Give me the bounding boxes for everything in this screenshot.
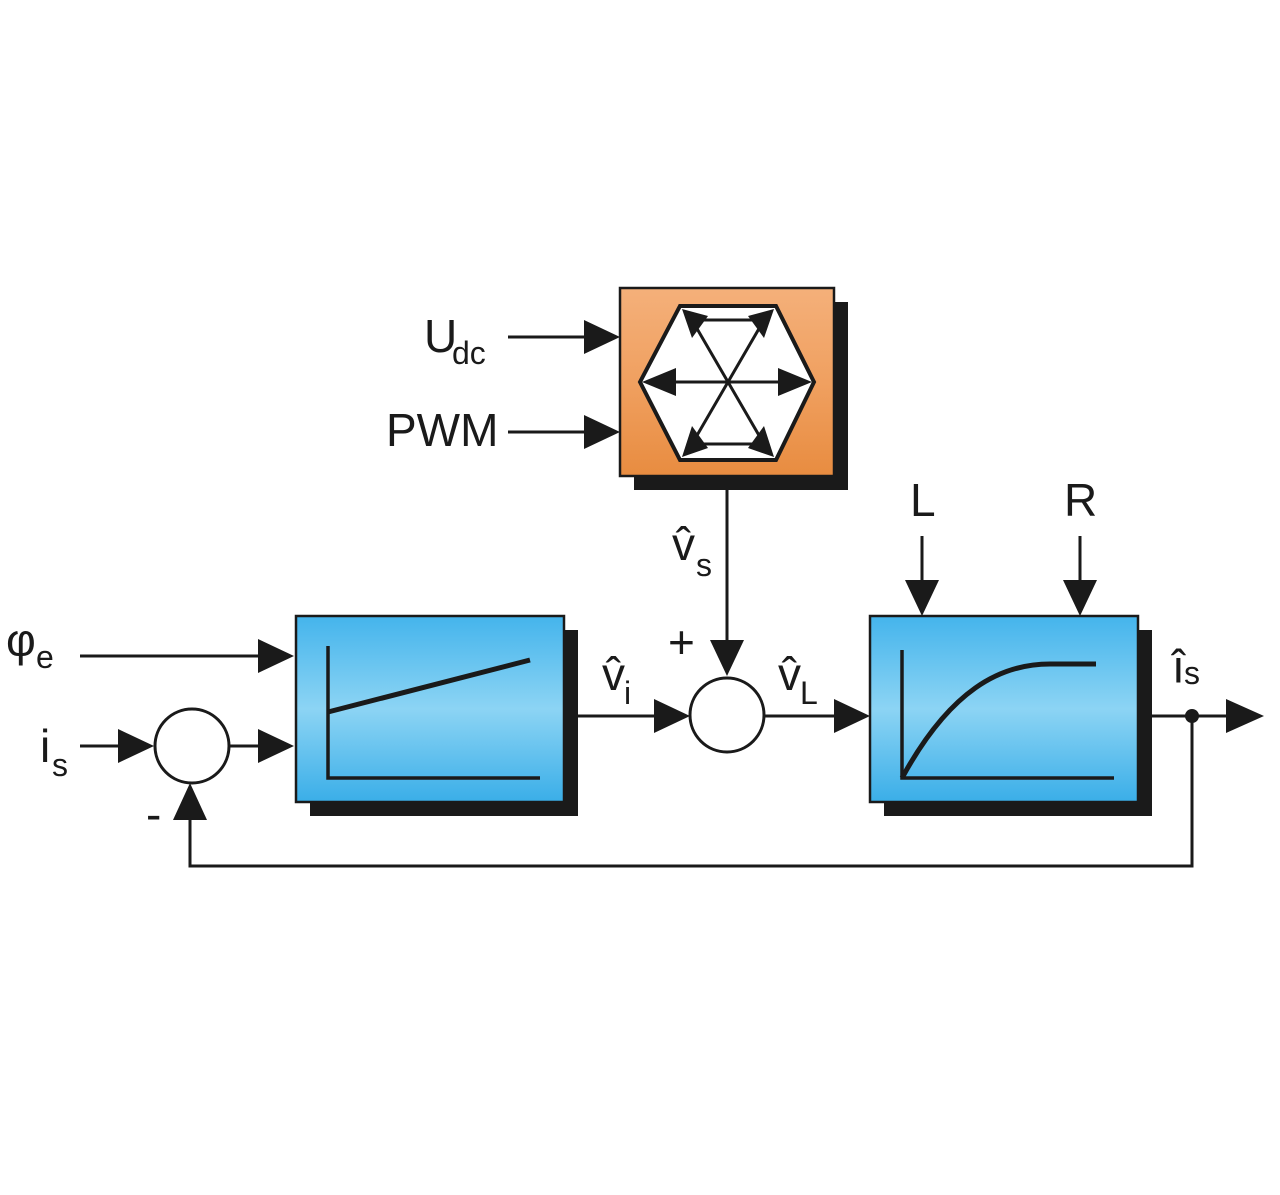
plant-block-body [868, 614, 1140, 804]
plant-block [868, 614, 1152, 816]
phi-subscript: e [36, 639, 54, 675]
inverter-block [618, 286, 848, 490]
udc-input: U dc [424, 310, 620, 371]
is-label: i [40, 720, 50, 772]
error-arrow [258, 729, 294, 763]
linear-ramp-icon [327, 657, 531, 715]
r-label: R [1064, 474, 1097, 526]
plus-sign: + [668, 616, 695, 668]
is-arrow [118, 729, 154, 763]
l-label: L [910, 474, 936, 526]
ishat-subscript: s [1184, 655, 1200, 691]
vl-label: v̂ [778, 648, 801, 700]
phi-arrow [258, 639, 294, 673]
vl-arrow [834, 699, 870, 733]
minus-sign: - [146, 788, 161, 840]
vi-subscript: i [624, 675, 631, 711]
vi-signal: v̂ i [564, 648, 690, 733]
pwm-input: PWM [386, 404, 620, 456]
udc-subscript: dc [452, 335, 486, 371]
feedback-path [173, 716, 1194, 868]
voltage-sum-junction [688, 676, 766, 754]
l-input: L [905, 474, 939, 616]
vs-arrow [710, 640, 744, 676]
vs-subscript: s [696, 547, 712, 583]
output-signal: î s [1138, 640, 1264, 733]
space-vector-icon [642, 309, 812, 457]
vs-label: v̂ [672, 518, 695, 570]
vi-arrow [654, 699, 690, 733]
vi-label: v̂ [602, 648, 625, 700]
ishat-label: î [1170, 640, 1186, 692]
vs-signal: v̂ s + [668, 476, 744, 676]
phi-input: φ e [6, 614, 294, 675]
error-sum-junction [153, 707, 231, 785]
linear-axes-icon [326, 646, 540, 780]
udc-arrow [584, 320, 620, 354]
phi-label: φ [6, 614, 36, 666]
pwm-label: PWM [386, 404, 498, 456]
l-arrow [905, 580, 939, 616]
is-subscript: s [52, 747, 68, 783]
pwm-arrow [584, 415, 620, 449]
r-input: R [1063, 474, 1097, 616]
vl-signal: v̂ L [764, 648, 870, 733]
plant-response-icon [899, 661, 1096, 780]
linear-block [294, 614, 578, 816]
output-arrow [1226, 699, 1264, 733]
udc-label: U [424, 310, 457, 362]
feedback-arrow [173, 783, 207, 820]
r-arrow [1063, 580, 1097, 616]
is-input: i s [40, 720, 154, 783]
vl-subscript: L [800, 675, 818, 711]
